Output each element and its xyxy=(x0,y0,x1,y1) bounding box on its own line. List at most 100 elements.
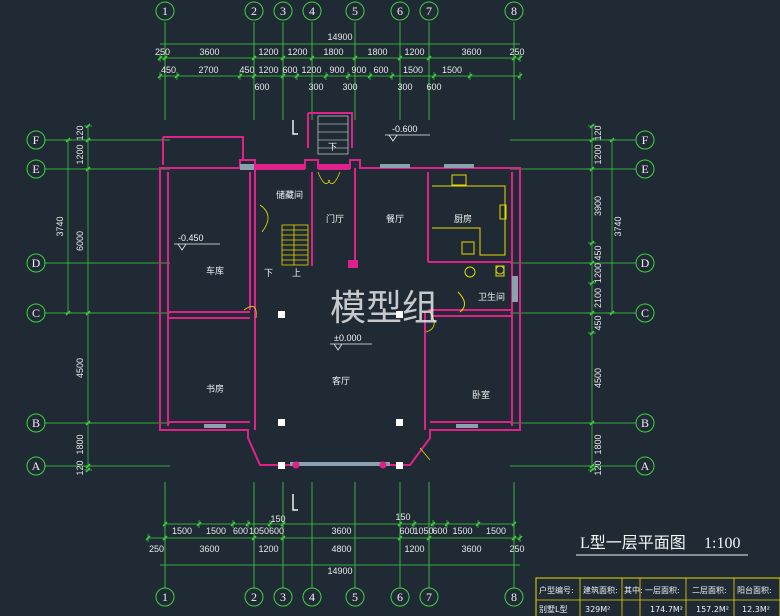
watermark-text: 模型组 xyxy=(330,288,438,329)
dim-top-row3: 300 xyxy=(397,82,412,92)
dim-right-inner: 2100 xyxy=(593,288,603,308)
axis-bubble xyxy=(26,130,46,150)
axis-label-right: D xyxy=(641,256,650,270)
dim-top-row1: 1800 xyxy=(367,47,387,57)
dim-right-inner: 450 xyxy=(593,245,603,260)
section-marks xyxy=(292,120,298,511)
dim-top-row3: 300 xyxy=(308,82,323,92)
table-cell-area: 329M² xyxy=(585,605,610,614)
dim-top-row1: 3600 xyxy=(461,47,481,57)
dim-top-row2: 1200 xyxy=(258,65,278,75)
dim-right-inner: 120 xyxy=(593,460,603,475)
columns xyxy=(278,311,403,469)
dim-left-inner: 120 xyxy=(75,125,85,140)
dim-bottom-row1: 3600 xyxy=(461,544,481,554)
dim-bottom-row1: 4800 xyxy=(331,544,351,554)
dim-bottom-row2: 1500 xyxy=(486,526,506,536)
room-label-foyer: 门厅 xyxy=(326,213,344,225)
dim-bottom-row2: 600 xyxy=(269,526,284,536)
dim-top-row2: 600 xyxy=(373,65,388,75)
table-header-floor2: 二层面积: xyxy=(692,585,727,595)
level-markers xyxy=(174,134,430,351)
room-label-living: 客厅 xyxy=(332,375,350,387)
plan-scale: 1:100 xyxy=(704,535,740,552)
axis-bubble xyxy=(504,587,524,607)
table-header-floor1: 一层面积: xyxy=(645,585,680,595)
dim-top-row1: 250 xyxy=(155,47,170,57)
dim-top-row1: 1200 xyxy=(404,47,424,57)
dim-top-row3: 600 xyxy=(254,82,269,92)
axis-label-right: E xyxy=(641,162,648,176)
axis-label-top: 5 xyxy=(352,4,358,18)
dim-bottom-row1: 3600 xyxy=(199,544,219,554)
room-label-garage: 车库 xyxy=(206,265,224,277)
table-cell-code: 别墅L型 xyxy=(539,604,567,614)
axis-label-left: C xyxy=(32,306,40,320)
kitchen-counter xyxy=(432,174,507,256)
dim-bottom-row2: 1500 xyxy=(172,526,192,536)
dim-bottom-row2: 600 xyxy=(399,526,414,536)
axis-label-top: 1 xyxy=(162,4,168,18)
drawing-title: L型一层平面图 1:100 xyxy=(576,534,748,556)
dim-top-row3: 300 xyxy=(342,82,357,92)
room-label-study: 书房 xyxy=(206,383,224,395)
axis-label-top: 6 xyxy=(397,4,403,18)
dim-bottom-row1: 250 xyxy=(149,544,164,554)
table-cell-floor1: 174.7M² xyxy=(650,605,683,614)
dim-right-inner: 1200 xyxy=(593,144,603,164)
axis-bubble xyxy=(26,303,46,323)
axis-label-top: 7 xyxy=(426,4,432,18)
dimension-lines xyxy=(64,43,616,566)
axis-bubble xyxy=(273,1,293,21)
bay-window-posts xyxy=(292,461,387,469)
axis-bubble xyxy=(635,130,655,150)
dim-top-total: 14900 xyxy=(327,32,352,42)
dim-bottom-row2: 1050 xyxy=(413,526,433,536)
level-labels: -0.450 -0.600 ±0.000 xyxy=(178,124,418,343)
stair-up-label: 上 xyxy=(292,268,301,279)
dim-right-inner: 1200 xyxy=(593,263,603,283)
room-label-storage: 储藏间 xyxy=(276,189,303,201)
dim-right-inner: 3900 xyxy=(593,196,603,216)
dim-top-row2: 1500 xyxy=(442,65,462,75)
axis-label-right: A xyxy=(641,459,650,473)
level-living: ±0.000 xyxy=(334,333,361,343)
axis-label-left: A xyxy=(32,459,41,473)
axis-bubble xyxy=(155,587,175,607)
dim-right-inner: 450 xyxy=(593,315,603,330)
dim-top-row2: 450 xyxy=(161,65,176,75)
dim-bottom-row1: 1200 xyxy=(404,544,424,554)
axis-label-bottom: 6 xyxy=(397,590,403,604)
bathroom-fixtures xyxy=(457,265,505,313)
dim-bottom-row2: 600 xyxy=(233,526,248,536)
axis-label-right: C xyxy=(641,306,649,320)
dim-left-inner: 1200 xyxy=(75,144,85,164)
axis-bubble xyxy=(244,1,264,21)
axis-bubble xyxy=(345,587,365,607)
windows xyxy=(204,164,518,466)
area-table: 户型编号: 建筑面积: 其中: 一层面积: 二层面积: 阳台面积: 别墅L型 3… xyxy=(535,577,780,616)
table-header-balcony: 阳台面积: xyxy=(737,585,772,595)
axis-label-left: F xyxy=(33,133,40,147)
axis-bubble xyxy=(390,587,410,607)
room-label-kitchen: 厨房 xyxy=(454,213,472,225)
dim-bottom-row2: 1500 xyxy=(452,526,472,536)
axis-label-bottom: 4 xyxy=(309,590,315,604)
room-label-dining: 餐厅 xyxy=(386,213,404,225)
wall-fills xyxy=(255,164,358,268)
axis-bubble xyxy=(26,413,46,433)
axis-bubble xyxy=(635,303,655,323)
axis-bubble xyxy=(635,456,655,476)
axis-bubble xyxy=(635,253,655,273)
table-header-code: 户型编号: xyxy=(539,585,574,595)
level-garage: -0.450 xyxy=(178,233,204,243)
dim-bottom-row2: 3600 xyxy=(331,526,351,536)
axis-bubble xyxy=(390,1,410,21)
axis-label-bottom: 5 xyxy=(352,590,358,604)
staircase xyxy=(259,204,309,266)
room-label-bathroom: 卫生间 xyxy=(478,291,505,303)
dim-right-inner: 120 xyxy=(593,125,603,140)
axis-label-top: 4 xyxy=(309,4,315,18)
